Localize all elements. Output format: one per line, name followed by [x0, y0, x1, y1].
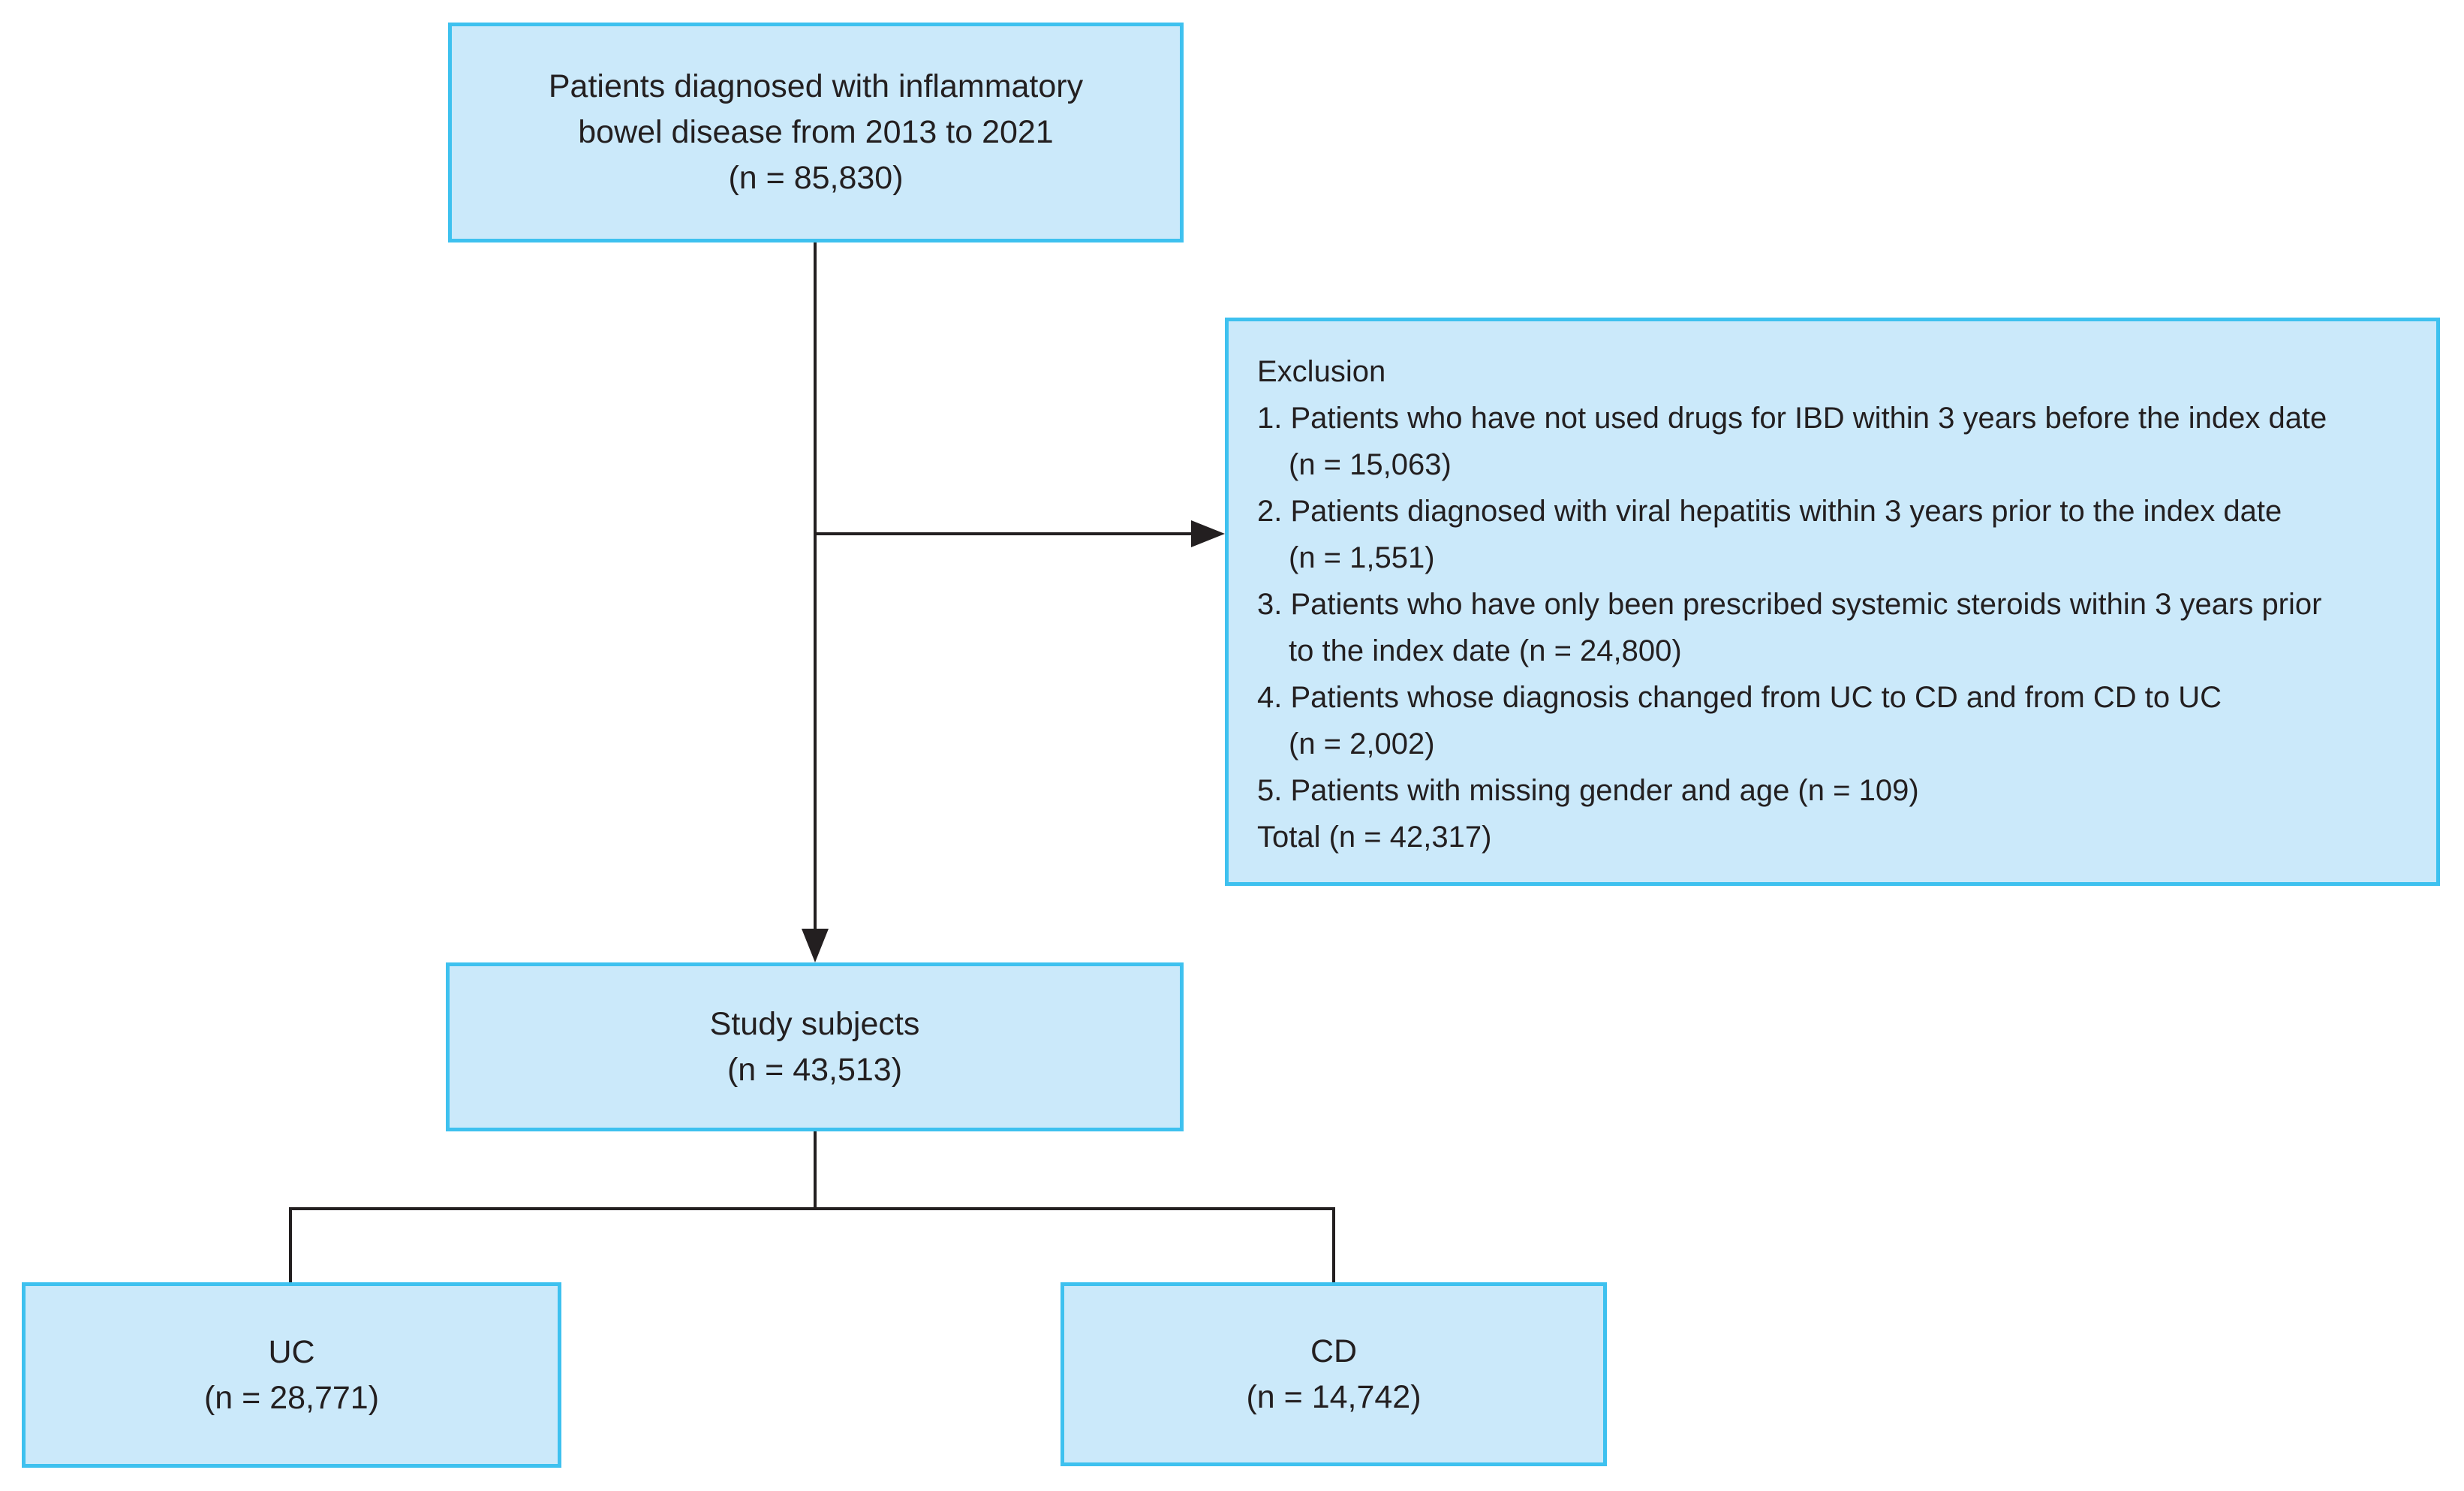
box-line: (n = 28,771)	[203, 1379, 380, 1416]
exclusion-item-count: (n = 15,063)	[1289, 448, 1452, 481]
exclusion-item: 4. Patients whose diagnosis changed from…	[1257, 681, 2222, 714]
box-line: bowel disease from 2013 to 2021	[578, 114, 1054, 150]
exclusion-item: 1. Patients who have not used drugs for …	[1257, 402, 2327, 435]
box-line: (n = 43,513)	[727, 1051, 903, 1088]
connector-source-to-study	[814, 242, 817, 931]
box-line: Patients diagnosed with inflammatory	[548, 68, 1084, 104]
exclusion-heading: Exclusion	[1257, 355, 1386, 388]
exclusion-item-count: (n = 1,551)	[1289, 541, 1435, 574]
box-line: (n = 14,742)	[1246, 1378, 1422, 1415]
exclusion-criteria-box: Exclusion 1. Patients who have not used …	[1225, 318, 2440, 886]
exclusion-item-count: (n = 2,002)	[1289, 727, 1435, 761]
box-line: (n = 85,830)	[728, 160, 904, 196]
source-population-box: Patients diagnosed with inflammatory bow…	[448, 23, 1184, 242]
uc-group-box: UC (n = 28,771)	[22, 1282, 561, 1468]
box-line: CD	[1310, 1333, 1358, 1369]
arrow-right-icon	[1191, 520, 1225, 547]
connector-to-cd	[1332, 1207, 1335, 1282]
exclusion-item: 3. Patients who have only been prescribe…	[1257, 588, 2322, 621]
connector-to-exclusion	[814, 532, 1193, 535]
exclusion-item: 5. Patients with missing gender and age …	[1257, 774, 1919, 807]
connector-split-bar	[289, 1207, 1335, 1210]
box-line: Study subjects	[709, 1005, 920, 1042]
exclusion-total: Total (n = 42,317)	[1257, 821, 1492, 854]
exclusion-item-continued: to the index date (n = 24,800)	[1289, 634, 1682, 667]
connector-study-to-split	[814, 1131, 817, 1209]
arrow-down-icon	[802, 929, 829, 962]
box-line: UC	[268, 1333, 315, 1370]
study-subjects-box: Study subjects (n = 43,513)	[446, 962, 1184, 1131]
connector-to-uc	[289, 1207, 292, 1282]
cd-group-box: CD (n = 14,742)	[1061, 1282, 1607, 1466]
exclusion-item: 2. Patients diagnosed with viral hepatit…	[1257, 495, 2282, 528]
